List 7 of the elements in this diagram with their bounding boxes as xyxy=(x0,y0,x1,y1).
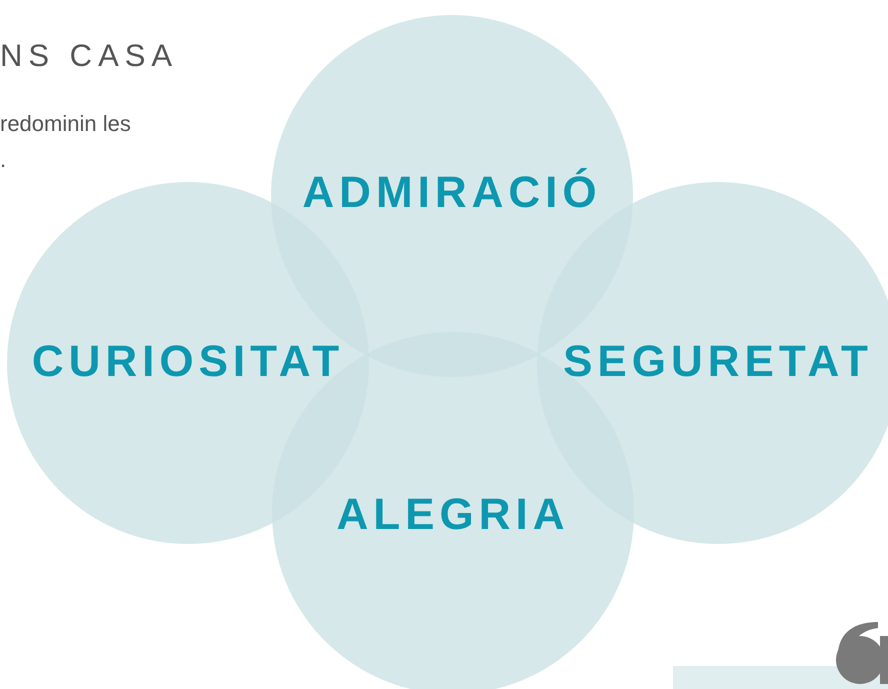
circle-label: ADMIRACIÓ xyxy=(302,168,602,218)
circle-label: CURIOSITAT xyxy=(32,337,344,387)
body-text: . xyxy=(0,147,6,173)
heading: NS CASA xyxy=(0,38,178,74)
body-text: redominin les xyxy=(0,111,131,137)
circle-label: ALEGRIA xyxy=(336,490,570,540)
circle-label: SEGURETAT xyxy=(563,337,873,387)
